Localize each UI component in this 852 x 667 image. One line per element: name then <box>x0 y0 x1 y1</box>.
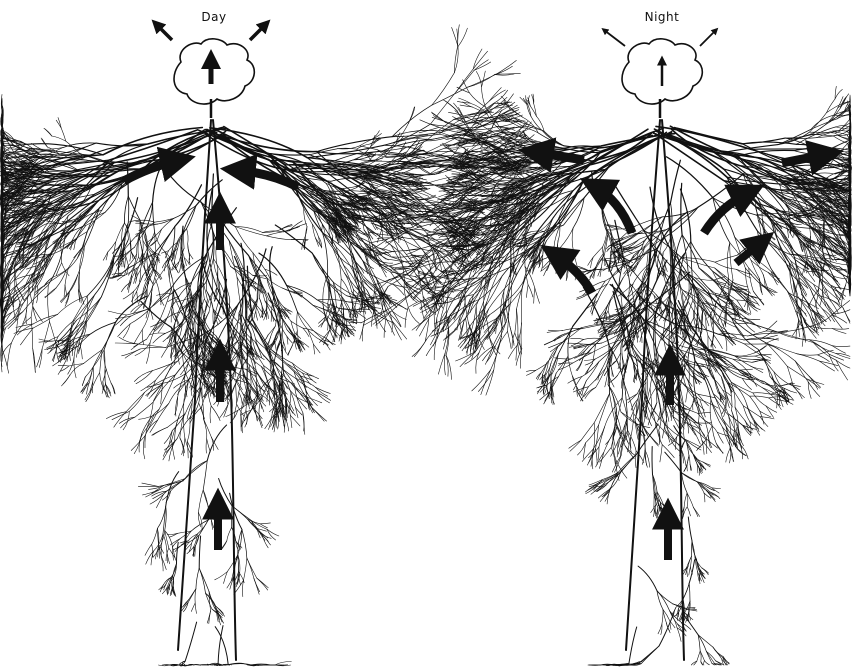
day-arrow-transpire-right <box>250 24 266 40</box>
night-arrow-transpire-left <box>604 30 625 46</box>
day-arrow-lateral-right <box>236 170 298 187</box>
night-arrow-surface-left <box>534 152 584 160</box>
night-arrow-transpire-right <box>700 30 716 46</box>
day-panel <box>0 24 553 666</box>
day-arrow-transpire-left <box>156 24 172 40</box>
night-arrow-surface-right <box>782 154 828 163</box>
day-plant-crown <box>174 39 254 118</box>
night-panel <box>356 30 852 666</box>
night-arrow-arc-upper-left <box>594 186 632 233</box>
